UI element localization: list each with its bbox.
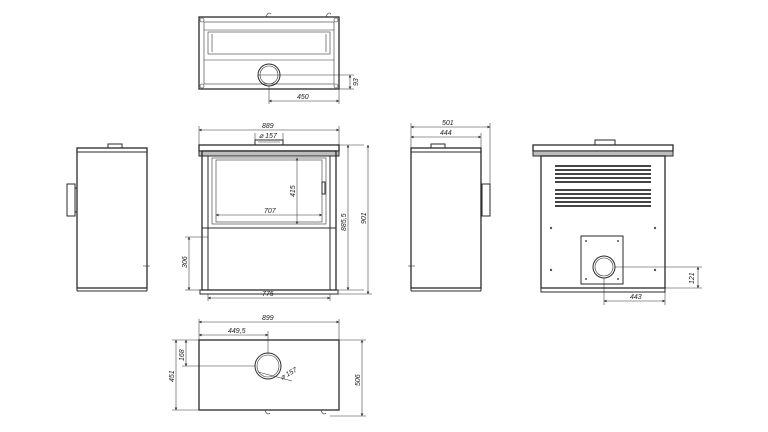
left-side-view (66, 143, 150, 292)
front-dim-flue-diameter: ⌀ 157 (259, 133, 278, 140)
front-dim-height-inner: 885,5 (341, 213, 348, 231)
front-dim-base-width: 775 (262, 291, 274, 298)
back-dim-flue-x: 443 (630, 294, 642, 301)
front-view: 889 ⌀ 157 415 707 306 775 885,5 901 (182, 123, 372, 301)
back-view: 121 443 (532, 139, 702, 305)
top-view: 93 450 (198, 12, 360, 104)
front-dim-height-total: 901 (361, 212, 368, 224)
side-dim-depth-total: 501 (442, 120, 454, 127)
top-dim-flue-offset: 93 (353, 78, 360, 86)
bottom-dim-flue-center-y: 168 (179, 349, 186, 361)
right-side-view: 501 444 (408, 120, 491, 292)
bottom-view: 899 449,5 168 451 ⌀ 157 506 (169, 315, 366, 417)
side-dim-depth-body: 444 (440, 130, 452, 137)
top-dim-flue-x: 450 (297, 94, 309, 101)
bottom-dim-width: 899 (262, 315, 274, 322)
back-dim-flue-height: 121 (689, 272, 696, 284)
front-dim-glass-height: 415 (290, 185, 297, 197)
front-dim-width: 889 (262, 123, 274, 130)
bottom-dim-depth-total: 506 (355, 374, 362, 386)
back-vent-slots (555, 165, 651, 207)
front-dim-base-height: 306 (182, 256, 189, 268)
bottom-dim-flue-center-x: 449,5 (228, 328, 246, 335)
bottom-dim-flue-diameter: ⌀ 157 (280, 366, 300, 382)
bottom-dim-depth-inner: 451 (169, 370, 176, 382)
front-dim-glass-width: 707 (264, 208, 277, 215)
